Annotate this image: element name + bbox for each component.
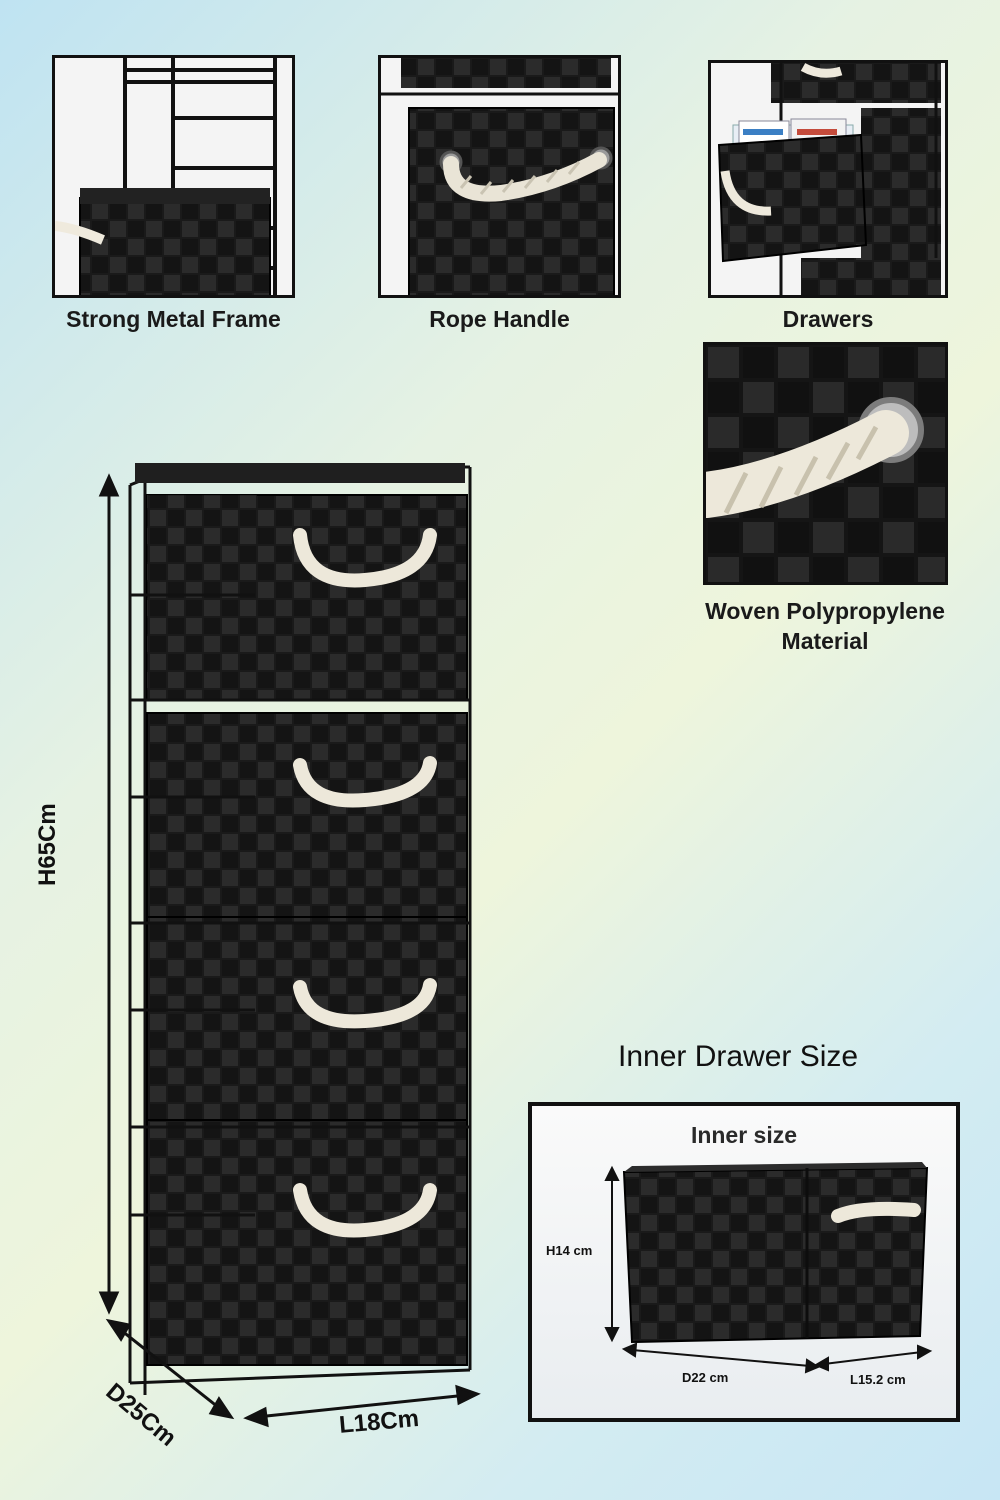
- feature-image-material: [703, 342, 948, 585]
- inner-length-label: L15.2 cm: [850, 1372, 906, 1387]
- inner-drawer-heading: Inner Drawer Size: [618, 1040, 859, 1073]
- metal-frame-icon: [55, 58, 292, 295]
- height-label: H65Cm: [34, 803, 61, 886]
- drawer-icon: [711, 63, 945, 295]
- inner-depth-label: D22 cm: [682, 1370, 729, 1385]
- feature-image-metal-frame: [52, 55, 295, 298]
- drawer-3: [146, 916, 468, 1128]
- feature-caption-drawers: Drawers: [782, 306, 874, 332]
- material-caption-line2: Material: [781, 628, 869, 654]
- inner-size-title: Inner size: [690, 1122, 798, 1148]
- drawer-stack: [135, 463, 468, 1366]
- inner-height-label: H14 cm: [546, 1243, 593, 1258]
- product-drawer-unit: [98, 463, 481, 1428]
- woven-rope-icon: [706, 345, 945, 582]
- drawer-2: [146, 712, 468, 924]
- feature-image-drawers: [708, 60, 948, 298]
- length-arrow: [243, 1384, 481, 1428]
- drawer-4: [146, 1119, 468, 1366]
- feature-caption-rope-handle: Rope Handle: [429, 306, 570, 332]
- material-caption-line1: Woven Polypropylene: [705, 598, 945, 624]
- rope-handle-icon: [381, 58, 618, 295]
- height-arrow: [98, 473, 120, 1315]
- inner-drawer-illustration: [604, 1162, 933, 1374]
- feature-image-rope-handle: [378, 55, 621, 298]
- inner-size-panel: Inner size H14 cm D22 cm L15.2 cm: [528, 1102, 960, 1422]
- depth-arrow: [105, 1318, 235, 1420]
- drawer-1: [146, 494, 468, 701]
- feature-caption-metal-frame: Strong Metal Frame: [66, 306, 281, 332]
